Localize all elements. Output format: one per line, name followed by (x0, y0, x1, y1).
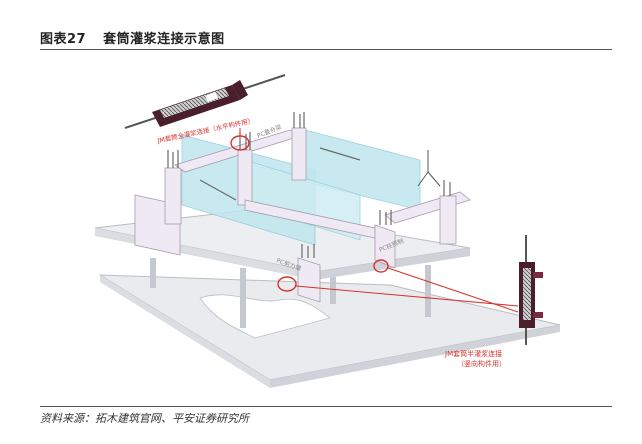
support-posts (150, 258, 431, 328)
figure-header: 图表27 套筒灌浆连接示意图 (40, 28, 612, 48)
lower-floor-slab (98, 274, 561, 388)
callout-vertical-label-1: JM套筒半灌浆连接 (444, 349, 502, 358)
vertical-sleeve-inset (519, 235, 543, 345)
figure-number: 图表27 (40, 32, 87, 47)
callout-markers (230, 128, 519, 313)
figure-source: 资料来源：拓木建筑官网、平安证券研究所 (40, 412, 249, 425)
figure-title: 套筒灌浆连接示意图 (103, 32, 225, 47)
horizontal-sleeve-inset (124, 74, 286, 129)
rebar-stubs (167, 112, 451, 258)
callout-vertical-label-2: （竖向构件用） (457, 359, 506, 368)
crane-hook-icon (417, 150, 441, 187)
footer-rule (40, 406, 612, 407)
header-rule (40, 49, 612, 50)
precast-components (134, 127, 471, 303)
